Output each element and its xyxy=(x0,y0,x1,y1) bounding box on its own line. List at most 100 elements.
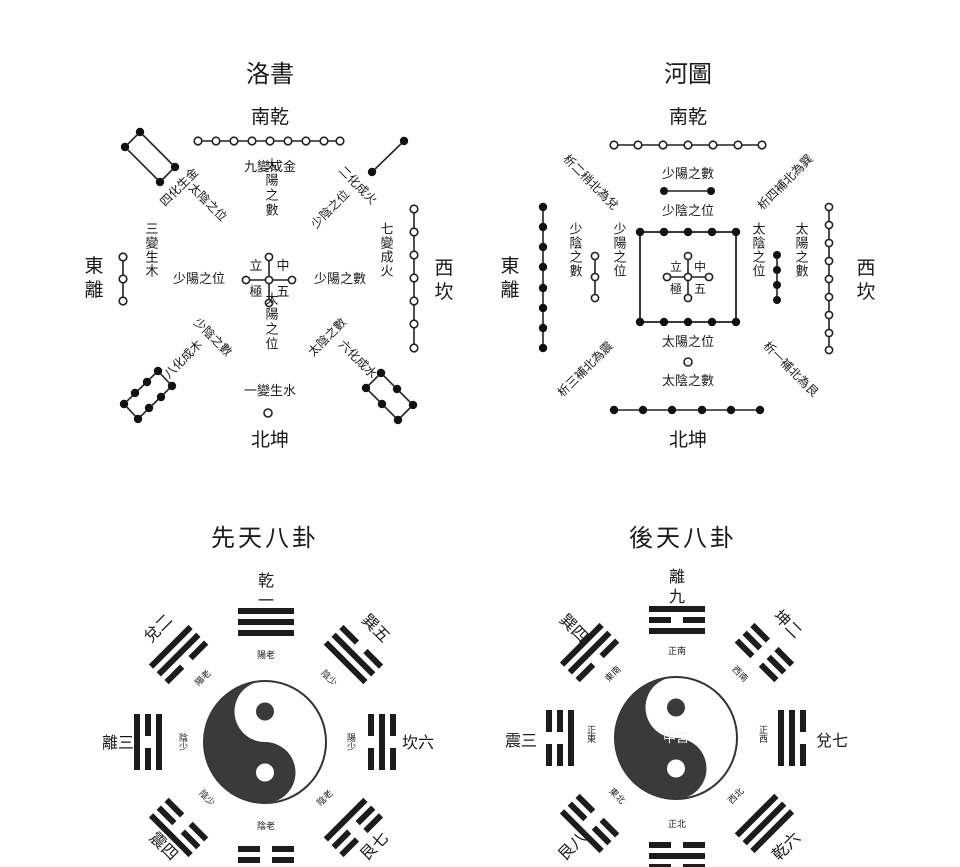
hetu-center-d: 五 xyxy=(694,282,706,296)
luoshu-w-sub: 少陽之位 xyxy=(173,272,225,287)
luoshu-one-dot xyxy=(263,408,273,418)
xiantian-se-label: 艮七 xyxy=(356,828,392,864)
luoshu-e-sub: 少陽之數 xyxy=(314,272,366,287)
xiantian-n-num: 一 xyxy=(258,591,274,610)
houtian-ne-label: 坤二 xyxy=(770,606,806,642)
hetu-s-sub: 太陰之數 xyxy=(662,374,714,389)
houtian-title: 後天八卦 xyxy=(629,524,737,552)
houtian-n-label-1: 離 xyxy=(669,567,685,586)
luoshu-s-text: 一變生水 xyxy=(244,383,296,399)
luoshu-six-dots xyxy=(361,368,418,425)
hetu-center-cross xyxy=(662,251,714,303)
luoshu-top-label: 南乾 xyxy=(251,106,289,128)
xiantian-e-inner: 陽少 xyxy=(345,733,356,751)
xiantian-sw-inner: 陰少 xyxy=(197,787,218,808)
luoshu-s-sub: 太陽之位 xyxy=(263,292,279,352)
xiantian-diagram: 先天八卦 乾 一 離三 坎六 兌二 巽五 震四 艮七 陽老 陰老 陰少 陽少 陽… xyxy=(102,524,434,864)
hetu-diagram: 河圖 南乾 北坤 東 離 西 坎 xyxy=(500,60,875,451)
trigram-xun xyxy=(559,622,620,683)
hetu-ne-text: 析四補北為巽 xyxy=(755,152,816,213)
trigram-kun xyxy=(734,622,795,683)
hetu-four-dots xyxy=(773,251,781,304)
luoshu-center-b: 中 xyxy=(276,259,289,274)
luoshu-three-dots xyxy=(118,252,128,306)
trigram-qian xyxy=(238,608,294,636)
luoshu-center-a: 立 xyxy=(249,259,262,274)
houtian-w-inner: 正東 xyxy=(585,725,596,744)
hetu-sw-text: 析三補北為震 xyxy=(555,339,616,400)
luoshu-right-label-1: 西 xyxy=(434,257,453,279)
luoshu-diagram: 洛書 南乾 北坤 東 離 西 坎 xyxy=(84,60,453,451)
hetu-nine-dots xyxy=(824,202,834,355)
hetu-w-text: 少陰之數 xyxy=(567,222,583,278)
luoshu-four-dots xyxy=(120,127,180,187)
hetu-s-text: 太陽之位 xyxy=(662,335,714,350)
houtian-w-label: 震三 xyxy=(505,731,537,750)
xiantian-trigrams xyxy=(134,608,396,863)
yin-yang-symbol xyxy=(614,676,738,800)
houtian-e-label: 兌七 xyxy=(816,731,848,750)
houtian-center-label: 中宮 xyxy=(663,730,689,746)
xiantian-title: 先天八卦 xyxy=(211,524,319,552)
hetu-right-label-2: 坎 xyxy=(856,281,875,303)
hetu-e-text: 太陰之位 xyxy=(750,222,766,278)
houtian-nw-inner: 東南 xyxy=(602,663,623,684)
houtian-s-inner: 正北 xyxy=(668,819,686,830)
hetu-center-a: 立 xyxy=(670,259,682,274)
hetu-one-dot xyxy=(683,357,693,367)
xiantian-nw-label: 兌二 xyxy=(140,610,176,646)
hetu-bottom-label: 北坤 xyxy=(669,429,707,451)
hetu-center-b: 中 xyxy=(694,259,706,274)
yin-yang-symbol xyxy=(203,680,327,804)
hetu-seven-dots xyxy=(609,140,767,150)
hetu-eight-dots xyxy=(538,202,548,353)
trigram-li xyxy=(134,714,162,770)
luoshu-n-text: 九變成金 xyxy=(244,159,296,175)
hetu-n-sub: 少陰之位 xyxy=(662,204,714,219)
trigram-kan xyxy=(649,842,705,867)
houtian-se-inner: 西北 xyxy=(726,786,747,807)
xiantian-s-inner: 陰老 xyxy=(257,820,275,832)
luoshu-center-c: 極 xyxy=(249,284,262,300)
houtian-sw-inner: 東北 xyxy=(607,785,628,806)
trigram-zhen xyxy=(148,797,209,858)
luoshu-two-dots xyxy=(367,136,409,177)
xiantian-e-label: 坎六 xyxy=(402,733,434,752)
trigram-dui xyxy=(778,710,806,766)
luoshu-ne-sub: 少陰之位 xyxy=(308,187,353,232)
luoshu-left-label-1: 東 xyxy=(84,255,103,277)
hetu-right-label-1: 西 xyxy=(856,257,875,279)
luoshu-center-cross xyxy=(241,252,297,308)
trigram-qian xyxy=(734,793,795,854)
hetu-n-text: 少陽之數 xyxy=(662,167,714,182)
luoshu-se-text: 六化成水 xyxy=(336,337,380,381)
trigram-zhen xyxy=(546,710,574,766)
hetu-ten-dots-square xyxy=(635,227,741,327)
hetu-e-sub: 太陽之數 xyxy=(793,222,809,278)
xiantian-ne-inner: 陰少 xyxy=(319,667,340,688)
luoshu-nine-dots xyxy=(193,136,345,146)
xiantian-w-label: 離三 xyxy=(102,733,134,752)
trigram-gen xyxy=(323,797,384,858)
houtian-diagram: 後天八卦 中宮 離 九 震三 兌七 巽四 坤二 艮八 乾六 正南 正北 正東 正… xyxy=(505,524,848,867)
hetu-left-label-1: 東 xyxy=(500,255,519,277)
trigram-li xyxy=(649,606,705,634)
hetu-nw-text: 析二稍北為兌 xyxy=(560,152,621,213)
trigram-xun xyxy=(323,624,384,685)
trigram-dui xyxy=(148,624,209,685)
xiantian-ne-label: 巽五 xyxy=(358,610,394,646)
luoshu-right-label-2: 坎 xyxy=(434,281,453,303)
houtian-e-inner: 正西 xyxy=(757,725,768,744)
luoshu-center-d: 五 xyxy=(276,285,289,300)
hetu-se-text: 析一補北為艮 xyxy=(760,339,821,400)
luoshu-sw-text: 八化成木 xyxy=(161,337,205,381)
trigram-kan xyxy=(368,714,396,770)
luoshu-eight-dots xyxy=(119,366,177,424)
hetu-w-sub: 少陽之位 xyxy=(611,222,627,278)
luoshu-nw-sub: 太陰之位 xyxy=(186,180,231,225)
houtian-n-inner: 正南 xyxy=(668,645,686,657)
hetu-title: 河圖 xyxy=(664,60,712,88)
houtian-ne-inner: 西南 xyxy=(730,663,751,684)
xiantian-w-inner: 陰少 xyxy=(177,732,188,751)
luoshu-left-label-2: 離 xyxy=(84,279,103,301)
